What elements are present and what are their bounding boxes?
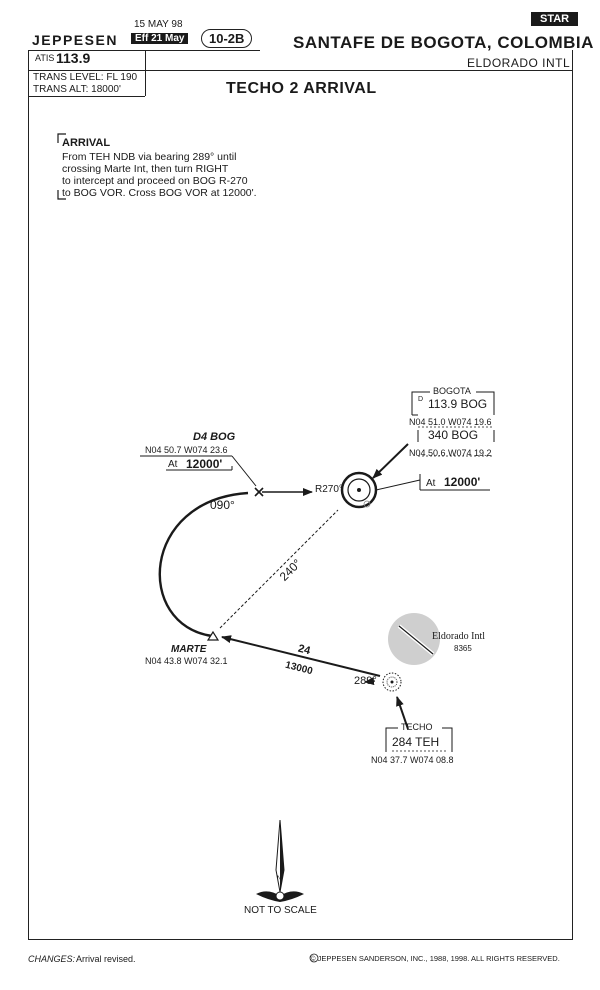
- techo-box-top: [385, 727, 453, 740]
- bog-altitude-leader: [375, 479, 421, 491]
- marte-name: MARTE: [171, 644, 207, 655]
- marte-turn-track: [158, 491, 249, 638]
- jeppesen-wings-icon: [256, 891, 304, 902]
- techo-title: TECHO: [401, 722, 433, 732]
- copyright-text: © JEPPESEN SANDERSON, INC., 1988, 1998. …: [310, 954, 560, 963]
- techo-marte-leg: [221, 635, 381, 677]
- narrative-line: to BOG VOR. Cross BOG VOR at 12000'.: [62, 187, 257, 199]
- bogota-pointer: [372, 443, 409, 479]
- bogota-vor-coords: N04 51.0 W074 19.6: [409, 417, 492, 427]
- bearing-289-label: 289°: [354, 675, 377, 687]
- atis-rule: [28, 70, 573, 71]
- atis-divider: [145, 50, 146, 96]
- trans-rule: [28, 96, 145, 97]
- airport-name: ELDORADO INTL: [467, 56, 571, 70]
- bogota-vor: 113.9 BOG: [428, 397, 488, 411]
- chart-frame: [28, 50, 573, 940]
- techo-ndb: 284 TEH: [392, 735, 440, 749]
- track-240-line: [219, 509, 339, 629]
- procedure-title: TECHO 2 ARRIVAL: [226, 80, 377, 97]
- atis-frequency: 113.9: [56, 50, 91, 66]
- d4bog-leader: [231, 455, 257, 487]
- d4bog-name: D4 BOG: [193, 431, 236, 443]
- marte-coords: N04 43.8 W074 32.1: [145, 656, 228, 666]
- changes-text: Arrival revised.: [76, 954, 136, 964]
- bogota-title: BOGOTA: [433, 386, 471, 396]
- heading-090-label: 090°: [210, 498, 235, 512]
- bog-crossing-altitude: 12000': [444, 475, 481, 489]
- teh-ndb-icon: [382, 672, 402, 692]
- d4bog-coords: N04 50.7 W074 23.6: [145, 445, 228, 455]
- atis-label: ATIS: [35, 53, 55, 63]
- effective-date-badge: Eff 21 May: [131, 33, 189, 44]
- bog-vor-icon: [340, 471, 378, 509]
- narrative-heading: ARRIVAL: [62, 137, 111, 149]
- north-label: N: [277, 876, 282, 882]
- d4bog-altitude: 12000': [186, 457, 223, 471]
- copyright-icon: [309, 953, 319, 963]
- header-rule: [28, 50, 260, 51]
- narrative-bracket-top: [57, 133, 66, 143]
- bogota-ndb-coords: N04 50.6 W074 19.2: [409, 448, 492, 458]
- narrative-line: to intercept and proceed on BOG R-270: [62, 175, 248, 187]
- airport-label: Eldorado Intl: [432, 631, 486, 642]
- chart-date: 15 MAY 98: [134, 19, 183, 30]
- d4bog-fix-icon: [254, 487, 264, 497]
- trans-alt: TRANS ALT: 18000': [33, 84, 121, 95]
- changes-label: CHANGES:: [28, 954, 76, 964]
- bogota-box-top: [411, 391, 495, 405]
- techo-coords: N04 37.7 W074 08.8: [371, 755, 454, 765]
- bogota-vor-prefix: D: [418, 396, 424, 403]
- city-title: SANTAFE DE BOGOTA, COLOMBIA: [293, 33, 594, 52]
- bearing-289-arrow: [364, 677, 376, 686]
- scale-note: NOT TO SCALE: [244, 905, 317, 916]
- star-badge: STAR: [531, 12, 579, 26]
- marte-fix-icon: [206, 630, 220, 641]
- jeppesen-brand: JEPPESEN: [32, 32, 118, 48]
- bog-alt-prefix: At: [426, 478, 436, 489]
- bogota-ndb: 340 BOG: [428, 428, 479, 442]
- airport-icon: [388, 613, 440, 665]
- radial-label: R270°: [315, 484, 343, 495]
- chart-index: 10-2B: [201, 29, 253, 48]
- d4bog-alt-prefix: At: [168, 459, 178, 470]
- trans-level: TRANS LEVEL: FL 190: [33, 72, 138, 83]
- techo-pointer: [396, 696, 409, 730]
- narrative-line: From TEH NDB via bearing 289° until: [62, 151, 237, 163]
- narrative-line: crossing Marte Int, then turn RIGHT: [62, 163, 229, 175]
- narrative-bracket-bottom: [57, 190, 66, 200]
- airport-elevation: 8365: [454, 644, 472, 653]
